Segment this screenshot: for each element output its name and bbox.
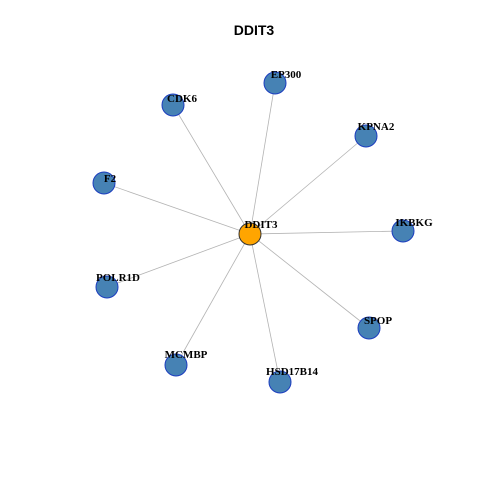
node-ep300[interactable]: [263, 71, 287, 95]
node-label-ddit3: DDIT3: [244, 219, 278, 231]
node-spop[interactable]: [357, 316, 381, 340]
node-hub-ddit3[interactable]: [238, 222, 262, 246]
node-label-cdk6: CDK6: [167, 93, 197, 105]
node-label-ikbkg: IKBKG: [395, 217, 433, 229]
node-label-kpna2: KPNA2: [358, 121, 395, 133]
node-label-mcmbp: MCMBP: [165, 349, 208, 361]
node-polr1d[interactable]: [95, 275, 119, 299]
nodes: DDIT3 EP300 KPNA2 IKBKG SPOP HSD17B14 MC…: [92, 69, 433, 394]
edge-hsd17b14: [249, 233, 281, 383]
node-mcmbp[interactable]: [164, 353, 188, 377]
edge-mcmbp: [175, 233, 251, 366]
edge-cdk6: [172, 104, 251, 235]
edge-polr1d: [106, 233, 251, 288]
node-label-f2: F2: [104, 173, 117, 185]
node-ikbkg[interactable]: [391, 219, 415, 243]
edge-ep300: [249, 82, 276, 235]
node-label-hsd17b14: HSD17B14: [266, 366, 318, 378]
edges: [103, 82, 404, 383]
edge-f2: [103, 182, 251, 235]
node-label-spop: SPOP: [364, 315, 392, 327]
node-f2[interactable]: [92, 171, 116, 195]
node-hsd17b14[interactable]: [268, 370, 292, 394]
edge-spop: [249, 233, 370, 329]
diagram-title: DDIT3: [234, 22, 275, 38]
edge-ikbkg: [249, 230, 404, 235]
node-cdk6[interactable]: [161, 93, 185, 117]
node-label-polr1d: POLR1D: [96, 272, 140, 284]
node-label-ep300: EP300: [271, 69, 302, 81]
node-kpna2[interactable]: [354, 124, 378, 148]
edge-kpna2: [249, 135, 367, 235]
